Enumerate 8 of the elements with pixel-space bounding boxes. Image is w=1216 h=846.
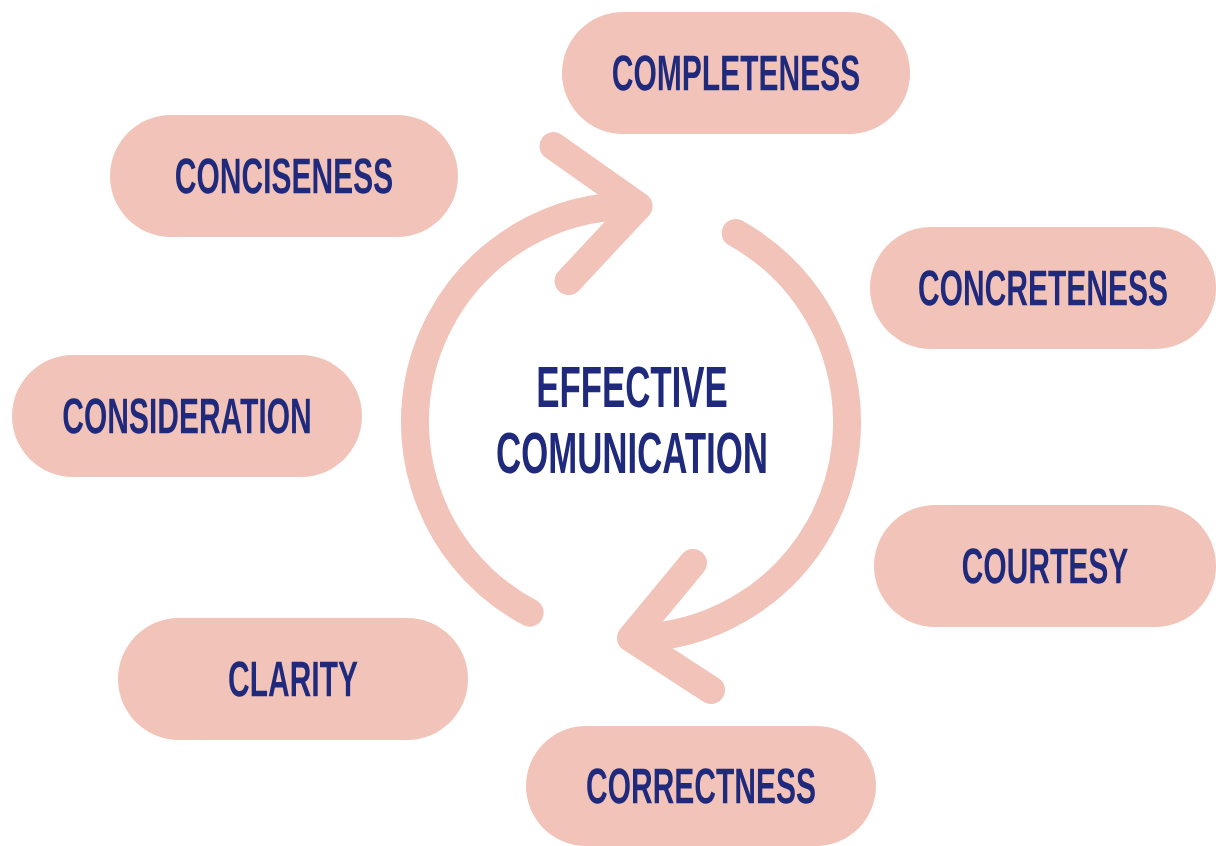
pill-box: CORRECTNESS bbox=[526, 726, 876, 846]
pill-box: CONSIDERATION bbox=[12, 355, 362, 477]
pill-box: CONCISENESS bbox=[110, 115, 458, 237]
pill-box: CONCRETENESS bbox=[870, 227, 1216, 349]
pill-box: COURTESY bbox=[874, 505, 1216, 627]
pill-box: CLARITY bbox=[118, 618, 468, 740]
pill-box: COMPLETENESS bbox=[562, 12, 910, 134]
center-title: EFFECTIVE COMUNICATION bbox=[497, 366, 766, 474]
